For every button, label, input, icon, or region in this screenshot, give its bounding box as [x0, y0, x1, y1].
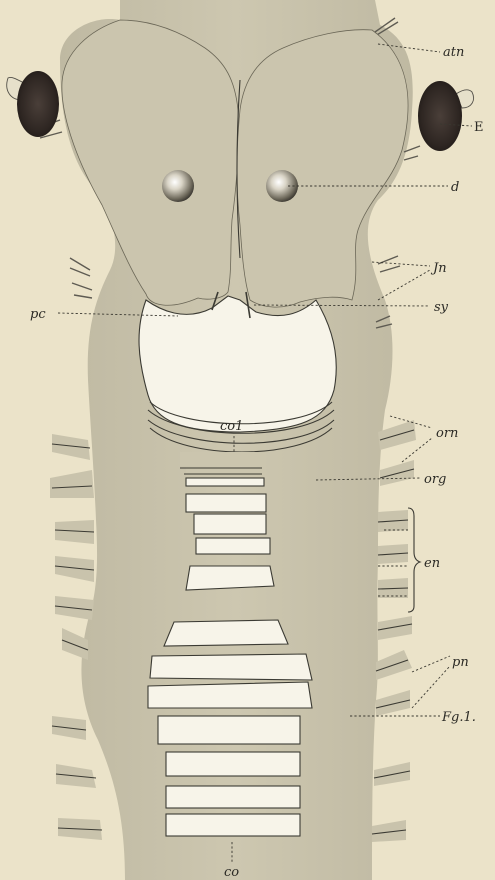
cavity-fill: [139, 296, 336, 432]
label-co1: co1: [220, 419, 243, 434]
label-sy: sy: [434, 300, 449, 315]
label-pc: pc: [30, 307, 46, 322]
label-d: d: [451, 180, 459, 195]
label-en: en: [424, 556, 440, 571]
ladder-rung-9: [158, 716, 300, 744]
label-atn: atn: [443, 45, 464, 60]
left-round-body: [162, 170, 194, 202]
label-co: co: [224, 865, 239, 880]
label-org: org: [424, 472, 446, 487]
label-E: E: [474, 120, 484, 135]
ladder-rung-6: [164, 620, 288, 646]
left-eye-body: [17, 71, 59, 137]
band-a: [180, 452, 264, 466]
ladder-rung-7: [150, 654, 312, 680]
ladder-rung-12: [166, 814, 300, 836]
ladder-rung-3: [194, 514, 266, 534]
ladder-rung-5: [186, 566, 274, 590]
label-orn: orn: [436, 426, 458, 441]
ladder-rung-8: [148, 682, 312, 708]
ladder-tissue-bands: [180, 452, 264, 476]
right-eye-body: [418, 81, 462, 151]
ladder-rung-2: [186, 494, 266, 512]
label-Jn: Jn: [430, 261, 447, 276]
ladder-rung-10: [166, 752, 300, 776]
label-pn: pn: [452, 655, 469, 670]
ladder-rung-4: [196, 538, 270, 554]
label-fig: Fg.1.: [441, 710, 476, 725]
ladder-rung-1: [186, 478, 264, 486]
band-b: [186, 468, 264, 476]
ladder-rung-11: [166, 786, 300, 808]
